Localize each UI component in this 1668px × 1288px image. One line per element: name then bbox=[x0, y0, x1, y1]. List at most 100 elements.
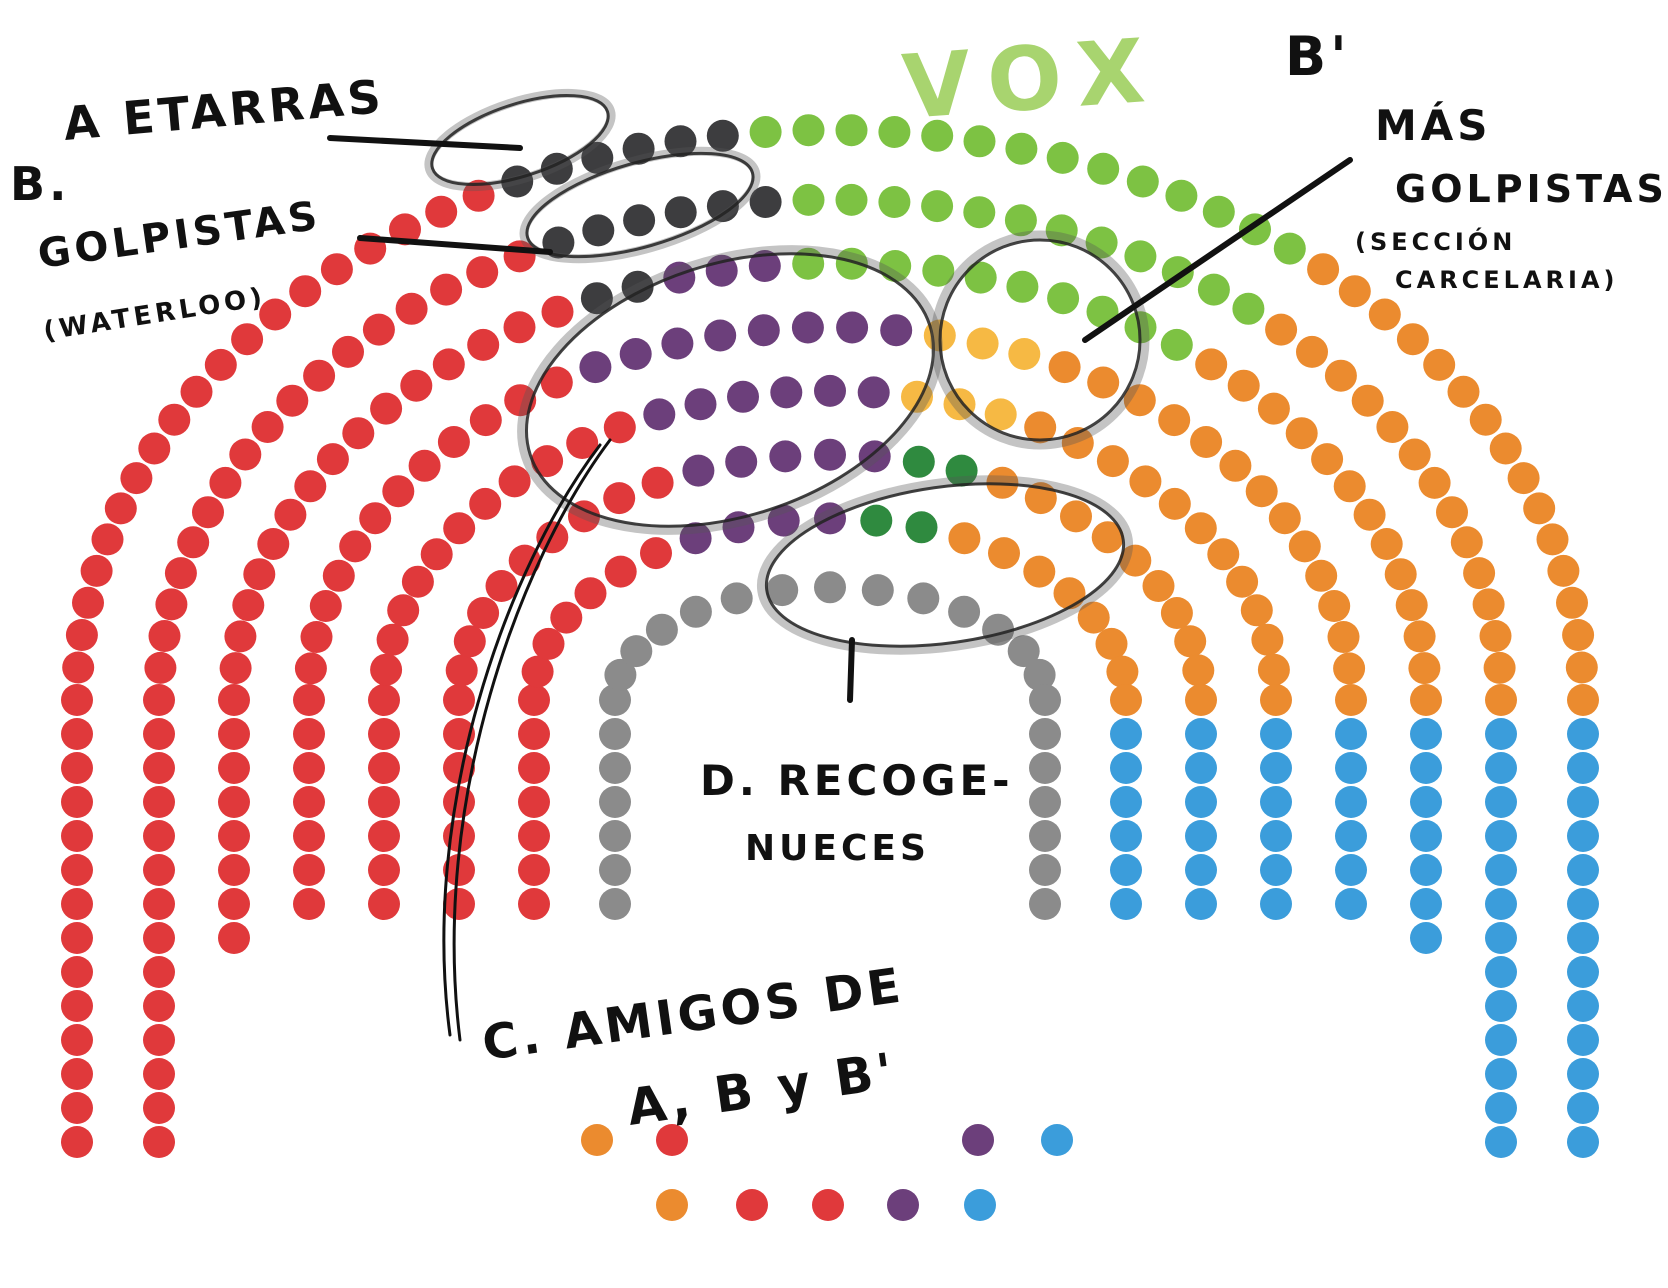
seat bbox=[144, 651, 177, 684]
loose-seat bbox=[656, 1124, 688, 1156]
seat bbox=[485, 570, 518, 602]
seat bbox=[684, 388, 717, 421]
seat bbox=[1567, 1058, 1599, 1090]
seat bbox=[964, 261, 997, 294]
seat bbox=[368, 684, 400, 716]
seat bbox=[1232, 292, 1265, 325]
seat bbox=[177, 526, 210, 559]
seat bbox=[1185, 718, 1217, 750]
seat bbox=[1489, 432, 1522, 465]
seat bbox=[1273, 232, 1306, 265]
seat bbox=[599, 820, 631, 852]
seat bbox=[706, 119, 739, 152]
seat bbox=[453, 625, 486, 658]
seat bbox=[1119, 544, 1152, 577]
seat bbox=[1485, 718, 1517, 750]
seat bbox=[1567, 922, 1599, 954]
seat bbox=[462, 179, 495, 212]
seat bbox=[792, 183, 825, 216]
seat bbox=[814, 438, 846, 471]
seat bbox=[1469, 403, 1502, 436]
seat bbox=[503, 311, 536, 344]
seat bbox=[408, 449, 441, 482]
seat bbox=[1184, 512, 1217, 545]
seat-grid bbox=[61, 114, 1599, 1158]
seat bbox=[443, 684, 475, 716]
seat bbox=[1110, 684, 1142, 716]
seat bbox=[1436, 496, 1468, 529]
seat bbox=[1335, 786, 1367, 818]
seat bbox=[878, 186, 911, 218]
seat bbox=[218, 854, 250, 886]
seat bbox=[293, 718, 325, 750]
seat bbox=[65, 619, 98, 651]
seat bbox=[1567, 820, 1599, 852]
seat bbox=[1335, 684, 1367, 716]
seat bbox=[982, 613, 1015, 646]
seat bbox=[395, 292, 428, 325]
seat bbox=[1353, 498, 1386, 531]
seat bbox=[1567, 1126, 1599, 1158]
seat bbox=[582, 214, 615, 247]
seat bbox=[1485, 922, 1517, 954]
seat bbox=[316, 443, 349, 476]
seat bbox=[945, 454, 978, 487]
seat bbox=[243, 558, 276, 591]
seat bbox=[61, 786, 93, 818]
seat bbox=[1129, 465, 1162, 498]
seat bbox=[1485, 1024, 1517, 1056]
seat bbox=[1338, 275, 1371, 308]
seat bbox=[1324, 359, 1357, 392]
seat bbox=[368, 854, 400, 886]
seat bbox=[362, 313, 395, 346]
seat bbox=[61, 922, 93, 954]
seat bbox=[1029, 752, 1061, 784]
seat bbox=[1110, 888, 1142, 920]
seat bbox=[599, 786, 631, 818]
seat bbox=[984, 398, 1017, 431]
seat bbox=[1567, 956, 1599, 988]
seat bbox=[1029, 786, 1061, 818]
seat bbox=[1087, 152, 1120, 185]
seat bbox=[293, 786, 325, 818]
pointer-a bbox=[327, 135, 523, 151]
seat bbox=[1384, 558, 1417, 591]
seat bbox=[1195, 348, 1228, 381]
seat bbox=[1110, 718, 1142, 750]
seat bbox=[599, 854, 631, 886]
seat bbox=[1305, 559, 1338, 592]
seat bbox=[550, 601, 583, 634]
seat bbox=[835, 114, 868, 147]
seat bbox=[469, 487, 502, 520]
seat bbox=[467, 328, 500, 361]
seat bbox=[1240, 594, 1273, 627]
seat bbox=[622, 132, 655, 165]
seat bbox=[623, 204, 656, 237]
seat bbox=[1333, 652, 1366, 685]
seat bbox=[1395, 589, 1428, 622]
seat bbox=[1029, 854, 1061, 886]
seat bbox=[231, 323, 264, 356]
seat bbox=[1423, 348, 1456, 381]
seat bbox=[224, 620, 257, 653]
seat bbox=[143, 1058, 175, 1090]
seat bbox=[1190, 426, 1223, 458]
pointer-d bbox=[847, 637, 855, 703]
seat bbox=[1335, 888, 1367, 920]
seat bbox=[679, 522, 712, 555]
seat bbox=[1410, 786, 1442, 818]
seat bbox=[218, 718, 250, 750]
seat bbox=[1410, 854, 1442, 886]
seat bbox=[1260, 786, 1292, 818]
seat bbox=[387, 594, 420, 627]
group-b-circle bbox=[519, 146, 761, 264]
seat bbox=[1245, 475, 1278, 508]
seat bbox=[814, 374, 846, 407]
seat bbox=[621, 270, 654, 303]
seat bbox=[219, 652, 252, 685]
seat bbox=[443, 512, 476, 545]
seat bbox=[1227, 369, 1260, 402]
seat bbox=[1567, 718, 1599, 750]
seat bbox=[1087, 366, 1120, 399]
